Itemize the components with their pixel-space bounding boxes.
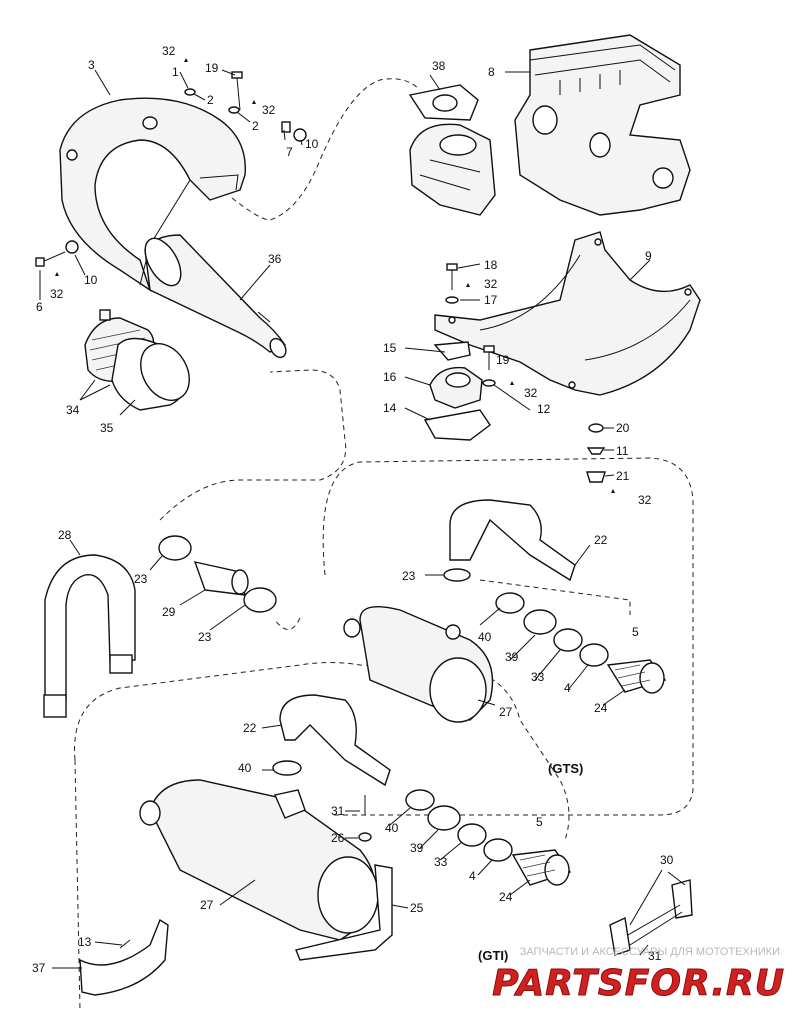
rubber-mount xyxy=(423,341,491,441)
callout-23c: 23 xyxy=(402,569,416,583)
callout-24b: 24 xyxy=(499,890,513,904)
callout-11: 11 xyxy=(616,444,629,458)
callout-25: 25 xyxy=(410,901,424,915)
callout-4b: 4 xyxy=(469,869,476,883)
callout-34: 34 xyxy=(66,403,80,417)
exhaust-adapter xyxy=(408,84,496,216)
clamp-and-sleeve xyxy=(84,309,190,411)
callout-13: 13 xyxy=(78,935,92,949)
callout-30: 30 xyxy=(660,853,674,867)
callout-14: 14 xyxy=(383,401,397,415)
tuned-pipe xyxy=(144,234,287,359)
callout-7: 7 xyxy=(286,145,293,159)
engine-block xyxy=(514,34,691,216)
callout-27a: 27 xyxy=(499,705,513,719)
callout-19a: 19 xyxy=(205,61,219,75)
callout-9: 9 xyxy=(645,249,652,263)
callout-35: 35 xyxy=(100,421,114,435)
brackets xyxy=(79,879,693,996)
callout-40b: 40 xyxy=(238,761,252,775)
callout-32c: 32 xyxy=(50,287,64,301)
callout-5a: 5 xyxy=(632,625,639,639)
callout-32d: 32 xyxy=(484,277,498,291)
gti-muffler-set xyxy=(139,694,572,961)
callout-1: 1 xyxy=(172,65,179,79)
callout-37: 37 xyxy=(32,961,46,975)
callout-2a: 2 xyxy=(207,93,214,107)
callout-22a: 22 xyxy=(594,533,608,547)
callout-22b: 22 xyxy=(243,721,257,735)
callout-27b: 27 xyxy=(200,898,214,912)
callout-32a: 32 xyxy=(162,44,176,58)
callout-4a: 4 xyxy=(564,681,571,695)
callout-6: 6 xyxy=(36,300,43,314)
watermark-subtitle: ЗАПЧАСТИ И АКСЕССУАРЫ ДЛЯ МОТОТЕХНИКИ xyxy=(520,946,780,958)
callout-23b: 23 xyxy=(198,630,212,644)
callout-10a: 10 xyxy=(305,137,319,151)
gts-muffler-set xyxy=(343,499,667,723)
callout-32b: 32 xyxy=(262,103,276,117)
callout-16: 16 xyxy=(383,370,397,384)
engine-support xyxy=(434,231,701,396)
callout-labels: 3 32 1 19 2 32 2 7 10 38 8 6 32 10 36 18… xyxy=(32,44,674,975)
group-label-gts: (GTS) xyxy=(548,761,583,776)
callout-21: 21 xyxy=(616,469,630,483)
callout-39a: 39 xyxy=(505,650,519,664)
callout-40a: 40 xyxy=(478,630,492,644)
callout-29: 29 xyxy=(162,605,176,619)
callout-23a: 23 xyxy=(134,572,148,586)
leader-lines xyxy=(39,69,686,969)
exhaust-manifold xyxy=(59,97,246,292)
callout-28: 28 xyxy=(58,528,72,542)
callout-19b: 19 xyxy=(496,353,510,367)
muffler-strap xyxy=(43,554,136,718)
callout-39b: 39 xyxy=(410,841,424,855)
callout-38: 38 xyxy=(432,59,446,73)
callout-26: 26 xyxy=(331,831,345,845)
callout-15: 15 xyxy=(383,341,397,355)
callout-33b: 33 xyxy=(434,855,448,869)
callout-31b: 31 xyxy=(648,949,662,963)
callout-31a: 31 xyxy=(331,804,345,818)
group-label-gti: (GTI) xyxy=(478,948,508,963)
callout-20: 20 xyxy=(616,421,630,435)
callout-32e: 32 xyxy=(524,386,538,400)
callout-5b: 5 xyxy=(536,815,543,829)
callout-33a: 33 xyxy=(531,670,545,684)
callout-17: 17 xyxy=(484,293,498,307)
callout-36: 36 xyxy=(268,252,282,266)
callout-2b: 2 xyxy=(252,119,259,133)
callout-3: 3 xyxy=(88,58,95,72)
hose-and-clamps-upper xyxy=(158,535,277,613)
callout-18: 18 xyxy=(484,258,498,272)
watermark-logo: PARTSFOR.RU xyxy=(492,963,785,1004)
callout-40c: 40 xyxy=(385,821,399,835)
callout-8: 8 xyxy=(488,65,495,79)
callout-10b: 10 xyxy=(84,273,98,287)
callout-12: 12 xyxy=(537,402,551,416)
hardware xyxy=(35,58,615,493)
callout-32f: 32 xyxy=(638,493,652,507)
callout-24a: 24 xyxy=(594,701,608,715)
